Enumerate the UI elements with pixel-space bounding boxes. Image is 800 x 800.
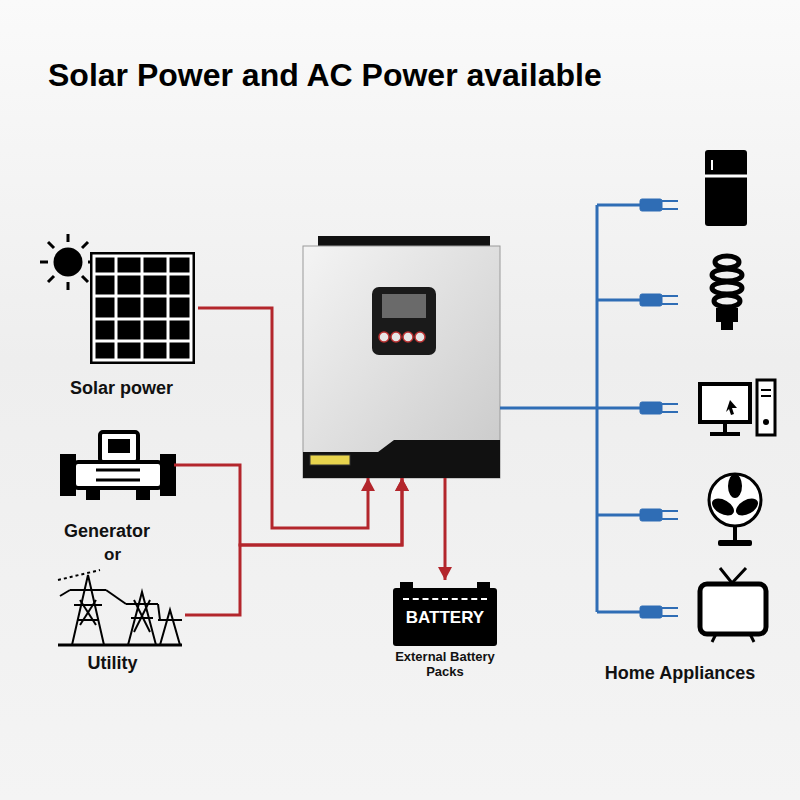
- connector-arrow: [438, 478, 452, 580]
- arrow-head: [395, 478, 409, 491]
- node-label: Generator: [64, 521, 150, 543]
- appliance-wiring: [597, 205, 640, 612]
- fridge-icon: [705, 150, 747, 226]
- computer-icon: [700, 380, 775, 435]
- arrow-head: [361, 478, 375, 491]
- connector-arrow: [198, 308, 375, 528]
- sun-icon: [40, 234, 96, 290]
- arrow-head: [395, 478, 409, 491]
- bulb-icon: [712, 256, 742, 330]
- connector-line: [174, 465, 402, 545]
- diagram-title: Solar Power and AC Power available: [48, 56, 602, 94]
- arrow-head: [438, 567, 452, 580]
- solar-node: Solar power: [45, 240, 198, 400]
- battery-dash: [403, 598, 486, 600]
- battery-label: BATTERY: [406, 608, 484, 628]
- generator-icon: [62, 432, 174, 498]
- connector-arrow: [500, 408, 597, 409]
- inverter-node: [303, 240, 500, 478]
- connector-line: [444, 478, 447, 580]
- plug-icon: [640, 199, 678, 618]
- battery-node: BATTERY External Battery Packs: [385, 580, 505, 690]
- tv-icon: [700, 568, 766, 642]
- battery-body: BATTERY: [393, 588, 497, 646]
- connector-arrow: [185, 478, 409, 615]
- appliances-node: Home Appliances: [597, 150, 763, 685]
- node-label: Solar power: [70, 378, 173, 400]
- connector-arrow: [174, 465, 409, 545]
- node-label: Utility: [87, 653, 137, 675]
- solar-panel-icon: [90, 252, 195, 364]
- power-tower-icon: [58, 570, 182, 645]
- connector-line: [500, 407, 597, 410]
- connector-line: [185, 478, 402, 615]
- node-label: Home Appliances: [605, 663, 755, 685]
- battery-caption: External Battery Packs: [389, 650, 501, 680]
- connector-line: [198, 308, 368, 528]
- generator-node: Generator: [40, 425, 174, 543]
- inverter-unit: [303, 236, 500, 478]
- utility-node: Utility: [40, 565, 185, 675]
- free-label: or: [104, 545, 121, 565]
- fan-icon: [709, 474, 761, 546]
